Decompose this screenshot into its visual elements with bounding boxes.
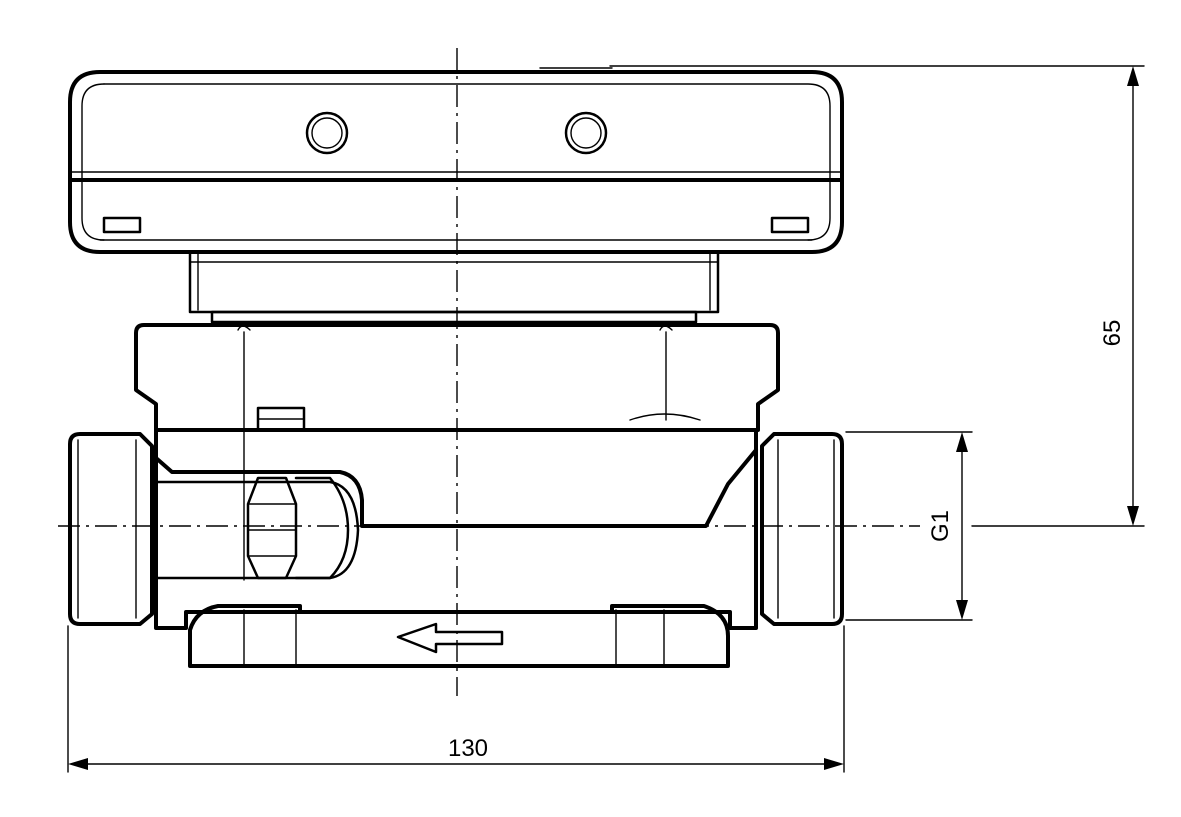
height-dimension — [609, 65, 1145, 527]
neck-adapter — [188, 250, 720, 324]
left-thread-connection — [68, 432, 154, 626]
base-foot — [188, 604, 730, 668]
screw-left-icon — [305, 111, 349, 155]
clip-right — [770, 216, 810, 234]
calculator-housing — [68, 67, 844, 254]
pipe-body — [154, 428, 758, 630]
thread-dimension — [845, 431, 973, 621]
screw-right-icon — [564, 111, 608, 155]
thread-label: G1 — [927, 510, 954, 542]
height-label: 65 — [1099, 320, 1126, 347]
left-arrow-icon — [396, 622, 504, 654]
right-thread-connection — [760, 432, 844, 626]
width-label: 130 — [448, 735, 488, 762]
width-dimension — [67, 625, 845, 773]
clip-left — [102, 216, 142, 234]
internal-channel — [154, 448, 758, 528]
sensor-pocket — [154, 480, 360, 580]
hex-nut-icon — [246, 476, 350, 580]
